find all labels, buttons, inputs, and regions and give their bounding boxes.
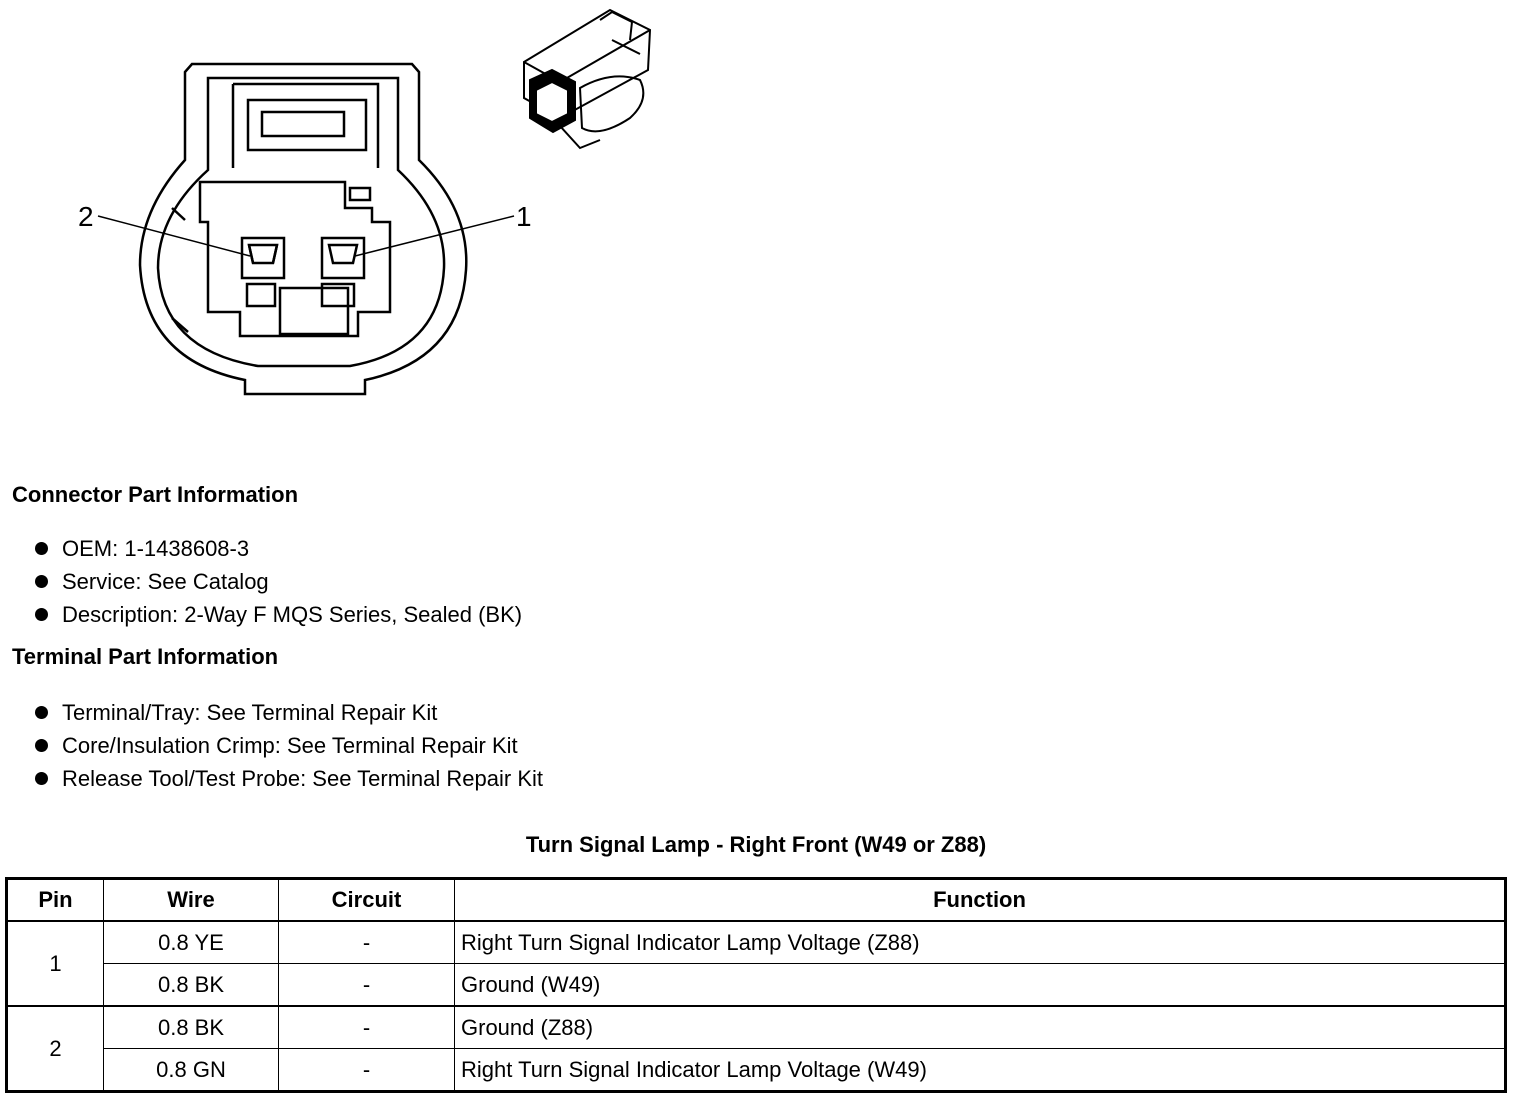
header-function: Function — [454, 878, 1506, 922]
terminal-part-info-list: Terminal/Tray: See Terminal Repair Kit C… — [12, 696, 543, 795]
table-header-row: Pin Wire Circuit Function — [6, 878, 1506, 922]
header-wire: Wire — [103, 878, 279, 922]
list-item: Terminal/Tray: See Terminal Repair Kit — [12, 696, 543, 729]
header-circuit: Circuit — [278, 878, 455, 922]
list-item: Core/Insulation Crimp: See Terminal Repa… — [12, 729, 543, 762]
connector-face-drawing: 2 1 — [78, 8, 652, 396]
cell-function: Ground (W49) — [454, 963, 1506, 1007]
table-row: 1 0.8 YE - Right Turn Signal Indicator L… — [6, 920, 1506, 1007]
table-row: 0.8 BK - Ground (W49) — [7, 963, 1506, 1007]
table-row: 2 0.8 BK - Ground (Z88) — [6, 1005, 1506, 1092]
connector-isometric-illustration — [523, 8, 652, 150]
pinout-table: Pin Wire Circuit Function 1 0.8 YE - Rig… — [5, 877, 1507, 1093]
cell-wire: 0.8 YE — [103, 920, 279, 964]
cell-pin: 2 — [6, 1005, 104, 1092]
cell-circuit: - — [278, 963, 455, 1007]
list-item: Release Tool/Test Probe: See Terminal Re… — [12, 762, 543, 795]
cell-function: Right Turn Signal Indicator Lamp Voltage… — [454, 1048, 1506, 1092]
connector-part-info-heading: Connector Part Information — [12, 482, 299, 507]
list-item: OEM: 1-1438608-3 — [12, 532, 522, 565]
cell-wire: 0.8 BK — [103, 1005, 279, 1049]
cell-wire: 0.8 GN — [103, 1048, 279, 1092]
table-title: Turn Signal Lamp - Right Front (W49 or Z… — [525, 832, 987, 857]
bullet-icon — [35, 739, 48, 752]
cell-function: Right Turn Signal Indicator Lamp Voltage… — [454, 920, 1506, 964]
cell-circuit: - — [278, 1048, 455, 1092]
bullet-icon — [35, 575, 48, 588]
list-item: Service: See Catalog — [12, 565, 522, 598]
cell-wire: 0.8 BK — [103, 963, 279, 1007]
connector-part-info-list: OEM: 1-1438608-3 Service: See Catalog De… — [12, 532, 522, 631]
list-item: Description: 2-Way F MQS Series, Sealed … — [12, 598, 522, 631]
cell-circuit: - — [278, 1005, 455, 1049]
connector-diagram: 2 1 — [0, 0, 700, 420]
header-pin: Pin — [6, 878, 104, 922]
cell-circuit: - — [278, 920, 455, 964]
bullet-icon — [35, 608, 48, 621]
pin-label-1: 1 — [516, 201, 532, 232]
bullet-icon — [35, 772, 48, 785]
bullet-icon — [35, 542, 48, 555]
table-row: 0.8 GN - Right Turn Signal Indicator Lam… — [7, 1048, 1506, 1092]
cell-function: Ground (Z88) — [454, 1005, 1506, 1049]
terminal-part-info-heading: Terminal Part Information — [12, 644, 279, 669]
cell-pin: 1 — [6, 920, 104, 1007]
pin-label-2: 2 — [78, 201, 94, 232]
bullet-icon — [35, 706, 48, 719]
